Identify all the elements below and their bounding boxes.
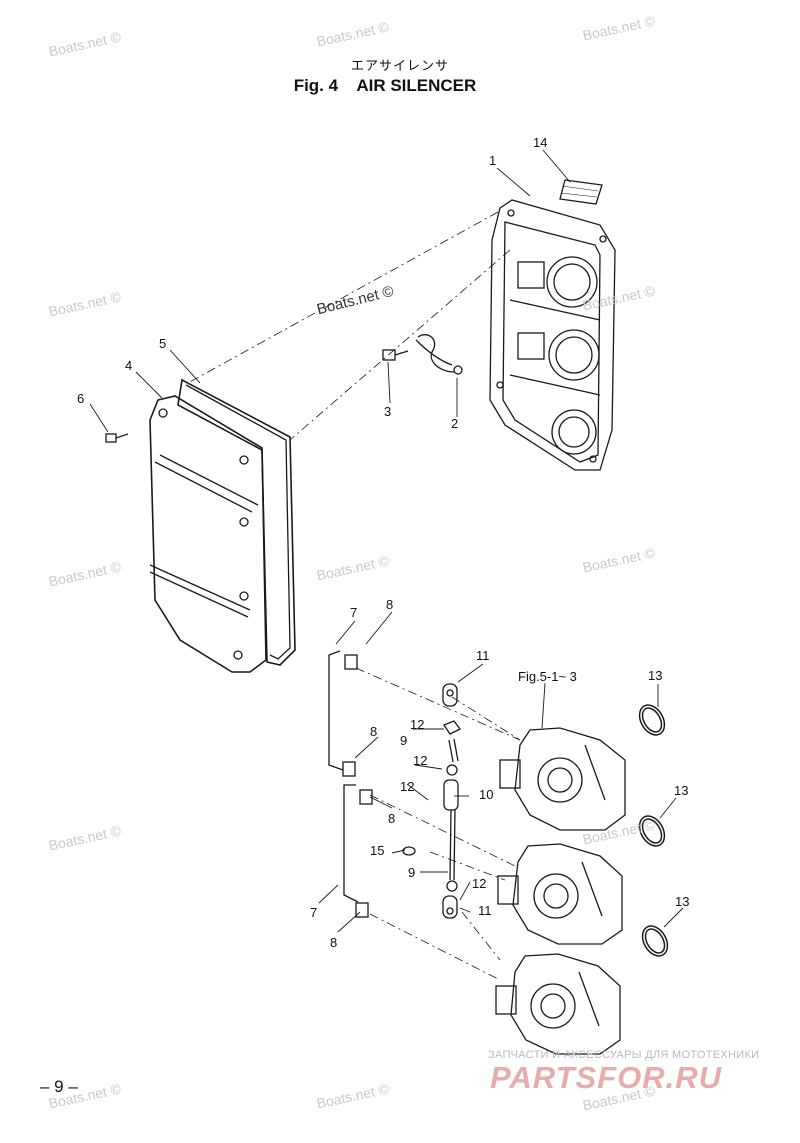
callout-8: 8	[370, 724, 378, 739]
carburetor-middle	[497, 843, 623, 945]
part-2-hose-clamp	[415, 334, 463, 375]
carburetor-reference: Fig.5-1~ 3	[518, 669, 577, 684]
callout-12: 12	[472, 876, 487, 891]
callout-13: 13	[648, 668, 663, 683]
callout-7: 7	[350, 605, 358, 620]
part-7-links	[328, 650, 359, 903]
part-1-silencer-case	[489, 199, 616, 471]
callout-13: 13	[675, 894, 690, 909]
callout-3: 3	[384, 404, 392, 419]
carburetor-bottom	[495, 953, 621, 1055]
callout-9: 9	[400, 733, 408, 748]
part-14-label-plate	[559, 179, 603, 205]
callout-7: 7	[310, 905, 318, 920]
callout-8: 8	[388, 811, 396, 826]
brand-tagline: ЗАПЧАСТИ И АКСЕССУАРЫ ДЛЯ МОТОТЕХНИКИ	[488, 1049, 760, 1061]
callout-1: 1	[489, 153, 497, 168]
figure-title: Fig. 4 AIR SILENCER	[293, 76, 477, 95]
part-4-silencer-cover	[149, 395, 267, 673]
title-japanese: エアサイレンサ	[350, 58, 449, 73]
callout-5: 5	[159, 336, 167, 351]
callout-12: 12	[413, 753, 428, 768]
callout-14: 14	[533, 135, 548, 150]
callout-13: 13	[674, 783, 689, 798]
leader-lines	[89, 149, 684, 933]
callout-11: 11	[476, 648, 490, 663]
part-8-joints	[342, 654, 373, 918]
part-5-gasket	[177, 378, 296, 666]
callout-15: 15	[370, 843, 385, 858]
callout-6: 6	[77, 391, 85, 406]
part-6-screw	[105, 433, 129, 443]
part-3-bolt	[382, 349, 409, 361]
callout-12: 12	[410, 717, 425, 732]
callout-8: 8	[330, 935, 338, 950]
linkage-rod-assembly	[402, 683, 461, 919]
callout-12: 12	[400, 779, 415, 794]
callout-9: 9	[408, 865, 416, 880]
callout-2: 2	[451, 416, 459, 431]
part-13-orings	[638, 704, 669, 957]
carburetor-top	[499, 727, 626, 831]
callout-8: 8	[386, 597, 394, 612]
callout-11: 11	[478, 903, 492, 918]
page-number: – 9 –	[40, 1077, 78, 1096]
brand-logo: PARTSFOR.RU	[490, 1060, 723, 1095]
callout-10: 10	[479, 787, 494, 802]
assembly-dash-lines	[187, 211, 521, 981]
callout-4: 4	[125, 358, 133, 373]
